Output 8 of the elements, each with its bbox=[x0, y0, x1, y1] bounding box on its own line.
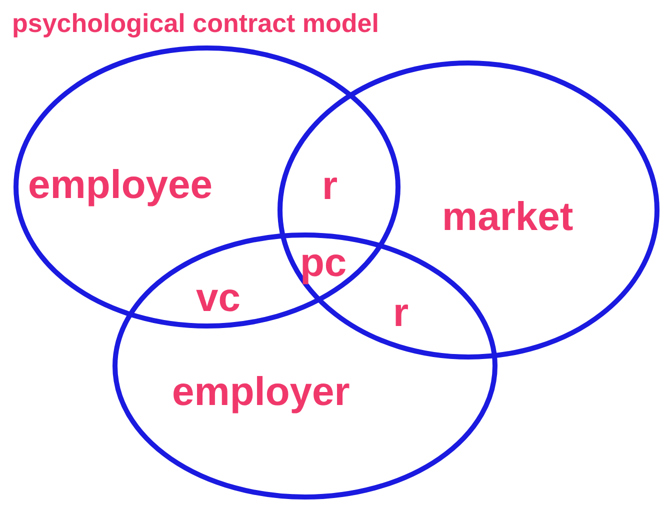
overlap-label: r bbox=[393, 293, 409, 333]
set-label: market bbox=[442, 197, 574, 237]
set-label: employee bbox=[28, 165, 213, 205]
set-label: employer bbox=[172, 372, 350, 412]
diagram-title: psychological contract model bbox=[12, 10, 379, 36]
overlap-label: vc bbox=[196, 278, 240, 318]
overlap-label: pc bbox=[300, 243, 347, 283]
overlap-label: r bbox=[322, 166, 338, 206]
